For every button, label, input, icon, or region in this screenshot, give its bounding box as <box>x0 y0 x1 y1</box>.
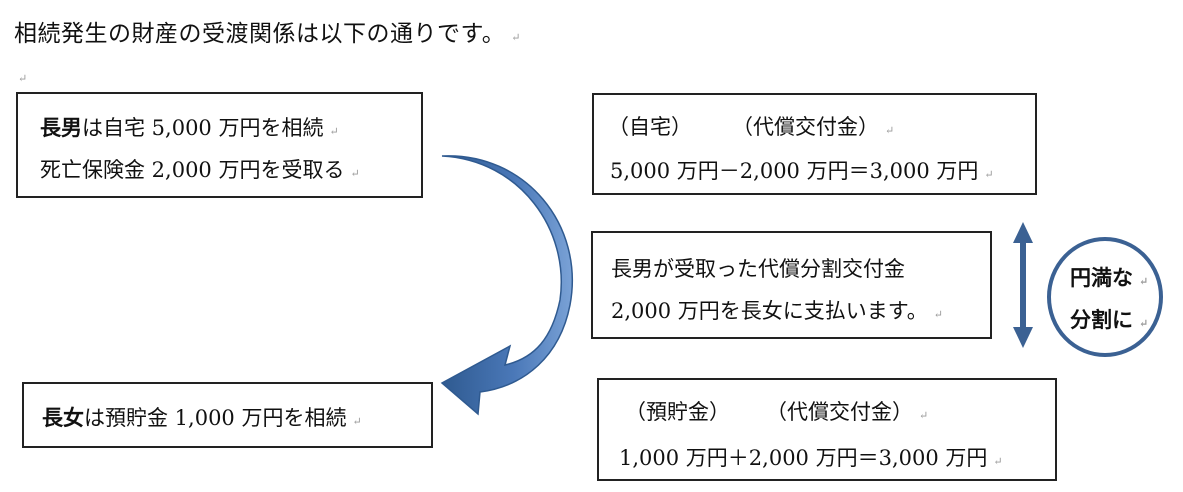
circle-text-2: 分割に <box>1070 307 1133 332</box>
paragraph-mark: ↵ <box>1139 317 1149 330</box>
payment-line-2: 2,000 万円を長女に支払います。 ↵ <box>611 295 943 325</box>
eldest-daughter-box: 長女は預貯金 1,000 万円を相続 ↵ <box>22 382 433 448</box>
daughter-calc-labels: （預貯金） （代償交付金） ↵ <box>625 396 928 426</box>
paragraph-mark: ↵ <box>18 72 28 85</box>
son-calc-box: （自宅） （代償交付金） ↵ 5,000 万円－2,000 万円＝3,000 万円 ↵ <box>592 93 1037 195</box>
paragraph-mark: ↵ <box>993 455 1003 468</box>
paragraph-mark: ↵ <box>350 167 360 180</box>
daughter-calc-box: （預貯金） （代償交付金） ↵ 1,000 万円＋2,000 万円＝3,000 万円… <box>597 378 1057 481</box>
payment-text-1: 長男が受取った代償分割交付金 <box>611 257 905 281</box>
paragraph-mark: ↵ <box>329 125 339 138</box>
son-insurance-text: 死亡保険金 2,000 万円を受取る <box>40 158 345 182</box>
son-calc-formula-line: 5,000 万円－2,000 万円＝3,000 万円 ↵ <box>610 155 994 185</box>
paragraph-mark: ↵ <box>352 415 362 428</box>
title-text: 相続発生の財産の受渡関係は以下の通りです。 <box>14 21 506 47</box>
eldest-son-box: 長男は自宅 5,000 万円を相続 ↵ 死亡保険金 2,000 万円を受取る ↵ <box>16 92 423 198</box>
circle-line-2: 分割に ↵ <box>1070 304 1148 334</box>
eldest-daughter-label: 長女 <box>42 405 84 430</box>
payment-box: 長男が受取った代償分割交付金 2,000 万円を長女に支払います。 ↵ <box>591 231 992 339</box>
paragraph-mark: ↵ <box>1139 275 1149 288</box>
daughter-inheritance-text: は預貯金 1,000 万円を相続 <box>84 406 347 430</box>
paragraph-mark: ↵ <box>984 168 994 181</box>
payment-text-2: 2,000 万円を長女に支払います。 <box>611 299 928 323</box>
harmony-circle <box>1047 237 1163 357</box>
paragraph-mark: ↵ <box>919 409 929 422</box>
paragraph-mark: ↵ <box>885 124 895 137</box>
home-label: （自宅） <box>608 115 692 139</box>
compensation-label: （代償交付金） <box>732 115 879 139</box>
paragraph-mark: ↵ <box>933 308 943 321</box>
daughter-calc-formula: 1,000 万円＋2,000 万円＝3,000 万円 <box>619 446 988 470</box>
eldest-son-label: 長男 <box>40 115 82 140</box>
curved-arrow-icon <box>440 155 574 416</box>
son-calc-formula: 5,000 万円－2,000 万円＝3,000 万円 <box>610 159 979 183</box>
son-calc-labels: （自宅） （代償交付金） ↵ <box>608 111 894 141</box>
page-title: 相続発生の財産の受渡関係は以下の通りです。 ↵ <box>14 14 521 48</box>
payment-line-1: 長男が受取った代償分割交付金 <box>611 253 905 283</box>
double-arrow-icon <box>1013 222 1033 348</box>
daughter-line: 長女は預貯金 1,000 万円を相続 ↵ <box>42 402 362 432</box>
paragraph-mark: ↵ <box>511 31 521 44</box>
son-inheritance-text: は自宅 5,000 万円を相続 <box>82 116 324 140</box>
daughter-calc-formula-line: 1,000 万円＋2,000 万円＝3,000 万円 ↵ <box>619 442 1003 472</box>
son-line-2: 死亡保険金 2,000 万円を受取る ↵ <box>40 154 360 184</box>
circle-text-1: 円満な <box>1070 265 1133 290</box>
savings-label: （預貯金） <box>625 400 730 424</box>
compensation-label: （代償交付金） <box>766 400 913 424</box>
son-line-1: 長男は自宅 5,000 万円を相続 ↵ <box>40 112 339 142</box>
circle-line-1: 円満な ↵ <box>1070 262 1148 292</box>
